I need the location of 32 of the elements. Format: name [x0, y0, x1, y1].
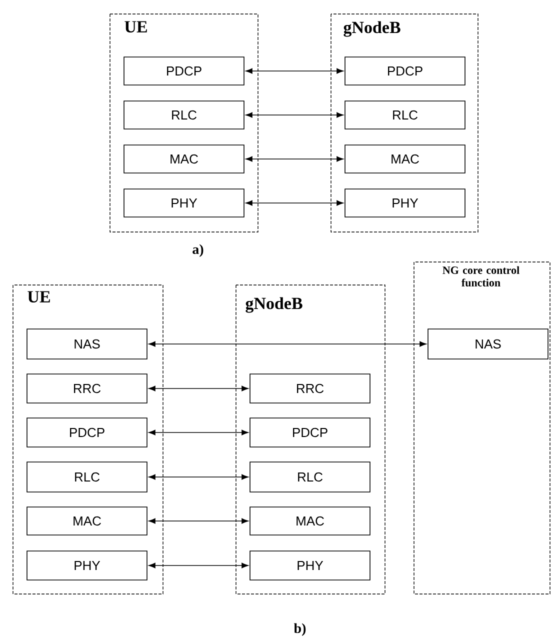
layer-box: PHY [250, 550, 370, 580]
layer-box: PDCP [26, 418, 148, 448]
layer-box: PHY [26, 550, 148, 580]
layer-box: PDCP [344, 56, 466, 86]
arrow [148, 341, 426, 347]
layer-box: PHY [344, 188, 466, 218]
layer-box: MAC [344, 144, 466, 174]
panel-label: a) [192, 244, 204, 257]
layer-box: NAS [428, 328, 548, 360]
layer-box: RLC [250, 462, 370, 492]
arrow [246, 200, 344, 206]
layer-box: NAS [26, 328, 148, 360]
arrow [246, 68, 344, 74]
arrow [246, 156, 344, 162]
arrow [148, 518, 248, 524]
layer-box: PHY [124, 188, 244, 218]
layer-box: RRC [26, 374, 148, 404]
arrow [148, 386, 248, 392]
arrow [148, 562, 248, 568]
layer-box: MAC [124, 144, 244, 174]
layer-box: RLC [124, 100, 244, 130]
arrow [148, 474, 248, 480]
layer-box: MAC [26, 506, 148, 536]
panel-label: b) [294, 623, 306, 636]
layer-box: MAC [250, 506, 370, 536]
layer-box: PDCP [124, 56, 244, 86]
layer-box: PDCP [250, 418, 370, 448]
arrow [246, 112, 344, 118]
arrow [148, 430, 248, 436]
layer-box: RLC [26, 462, 148, 492]
layer-box: RRC [250, 374, 370, 404]
layer-box: RLC [344, 100, 466, 130]
